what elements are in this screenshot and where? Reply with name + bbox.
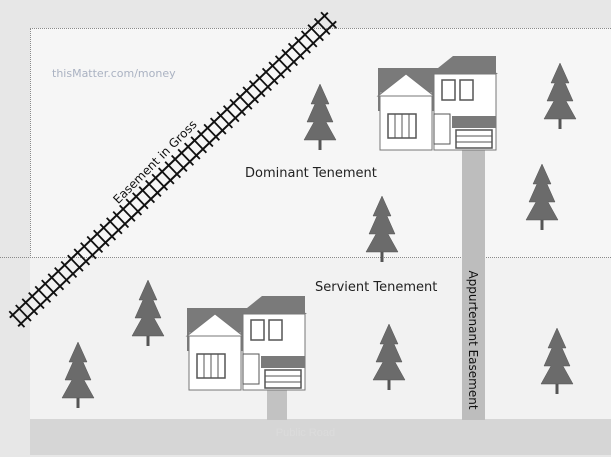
tree-icon	[525, 163, 559, 231]
rail-tie	[112, 210, 130, 229]
rail-tie	[222, 105, 240, 123]
rail-tie	[294, 36, 311, 54]
rail-tie	[313, 17, 331, 35]
rail-tie	[177, 148, 195, 166]
property-boundary-line	[0, 257, 611, 258]
rail-tie	[287, 42, 305, 60]
rail-tie	[268, 61, 285, 79]
rail-tie	[41, 279, 58, 297]
rail-tie	[99, 223, 117, 241]
watermark-text: thisMatter.com/money	[52, 67, 176, 80]
rail-tie	[119, 204, 136, 222]
house-icon	[376, 56, 498, 151]
rail-tie	[203, 123, 221, 141]
rail-tie	[151, 173, 169, 191]
rail-tie	[132, 192, 149, 210]
rail-tie	[138, 186, 156, 204]
rail-tie	[67, 254, 84, 272]
rail-tie	[281, 49, 298, 67]
appurtenant-easement-label: Appurtenant Easement	[466, 270, 480, 410]
rail-tie	[209, 117, 227, 135]
rail-tie	[28, 291, 45, 310]
tree-icon	[131, 279, 165, 347]
rail-tie	[145, 179, 162, 197]
rail-tie	[248, 80, 266, 98]
rail-tie	[73, 248, 91, 266]
rail-tie	[47, 273, 65, 291]
tree-icon	[365, 195, 399, 263]
rail-tie	[158, 167, 175, 185]
rail-tie	[274, 55, 292, 73]
rail-tie	[106, 217, 123, 235]
tree-icon	[303, 83, 337, 151]
tree-icon	[61, 341, 95, 409]
rail-tie	[21, 298, 39, 316]
tree-icon	[543, 62, 577, 130]
rail-tie	[229, 98, 246, 116]
road-label: Public Road	[275, 427, 336, 439]
rail-tie	[320, 11, 337, 29]
servient-tenement-region	[30, 258, 611, 420]
rail-tie	[171, 154, 188, 173]
rail-tie	[164, 161, 182, 179]
rail-tie	[261, 67, 279, 85]
rail-tie	[255, 73, 272, 92]
rail-tie	[190, 136, 208, 154]
rail-tie	[54, 267, 71, 285]
public-road	[30, 419, 611, 455]
servient-tenement-label: Servient Tenement	[315, 280, 438, 295]
tree-icon	[372, 323, 406, 391]
rail-tie	[307, 24, 324, 42]
rail-tie	[125, 198, 143, 216]
railroad-track-icon	[8, 11, 337, 328]
rail-tie	[93, 229, 110, 247]
rail-tie	[242, 86, 259, 104]
rail-tie	[8, 310, 26, 328]
rail-tie	[15, 304, 32, 322]
rail-tie	[235, 92, 253, 110]
rail-tie	[216, 111, 234, 129]
rail-tie	[60, 260, 78, 278]
rail-tie	[196, 130, 214, 148]
appurtenant-easement-path	[462, 150, 485, 420]
rail-tie	[80, 242, 97, 260]
dominant-tenement-label: Dominant Tenement	[245, 166, 377, 181]
rail-tie	[86, 235, 104, 254]
tree-icon	[540, 327, 574, 395]
house-icon	[185, 296, 307, 391]
rail-tie	[300, 30, 318, 48]
rail-tie	[34, 285, 52, 303]
rail-tie	[183, 142, 201, 160]
servient-driveway	[267, 388, 287, 420]
